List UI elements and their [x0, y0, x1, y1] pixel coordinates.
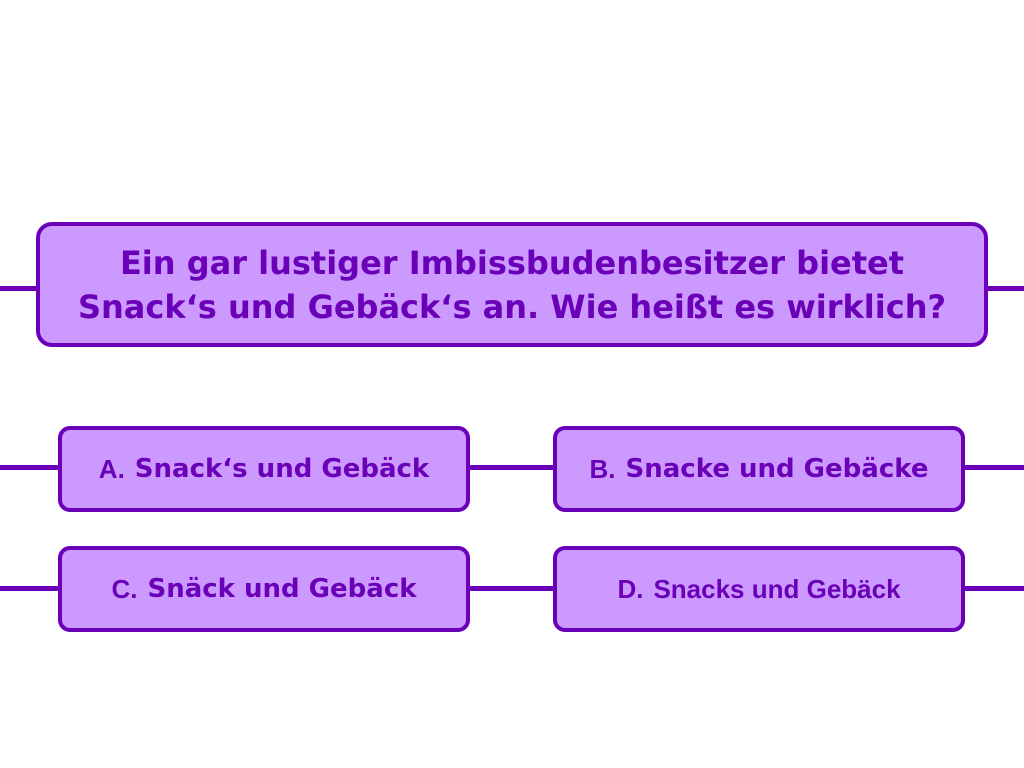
answer-d-text: Snacks und Gebäck [653, 573, 901, 604]
answer-d-button[interactable]: D. Snacks und Gebäck [553, 546, 965, 632]
question-connector-left [0, 286, 36, 291]
question-connector-right [988, 286, 1024, 291]
question-line-1: Ein gar lustiger Imbissbudenbesitzer bie… [119, 243, 905, 282]
row1-connector-right [965, 465, 1024, 470]
row1-connector-left [0, 465, 58, 470]
row1-connector-middle [470, 465, 553, 470]
answer-b-text: Snacke und Gebäcke [625, 454, 929, 484]
answer-b-button[interactable]: B. Snacke und Gebäcke [553, 426, 965, 512]
answer-c-letter: C. [111, 573, 138, 604]
row2-connector-left [0, 586, 58, 591]
row2-connector-right [965, 586, 1024, 591]
question-line-2: Snack‘s und Gebäck‘s an. Wie heißt es wi… [77, 287, 947, 326]
answer-a-text: Snack‘s und Gebäck [134, 454, 430, 484]
row2-connector-middle [470, 586, 553, 591]
answer-c-text: Snäck und Gebäck [147, 574, 417, 604]
answer-a-button[interactable]: A. Snack‘s und Gebäck [58, 426, 470, 512]
answer-a-letter: A. [98, 453, 125, 484]
answer-d-letter: D. [617, 573, 644, 604]
question-box: Ein gar lustiger Imbissbudenbesitzer bie… [36, 222, 988, 347]
answer-c-button[interactable]: C. Snäck und Gebäck [58, 546, 470, 632]
answer-b-letter: B. [589, 453, 616, 484]
